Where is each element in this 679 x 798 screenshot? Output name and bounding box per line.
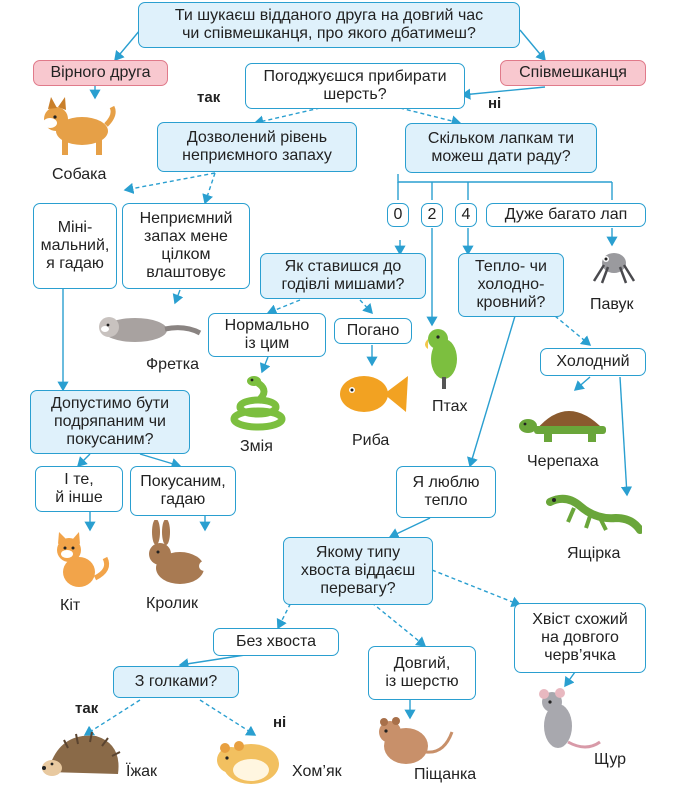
snake-icon <box>230 376 286 431</box>
rat-icon <box>539 688 601 749</box>
no-label: ні <box>488 95 502 112</box>
ferret-icon <box>99 317 202 342</box>
gerbil-icon <box>379 717 454 764</box>
hamster-label: Хом’як <box>292 763 342 780</box>
smell-ok-option: Неприємний запах мене цілком влаштовує <box>122 203 250 289</box>
warm-option: Я люблю тепло <box>396 466 496 518</box>
ferret-label: Фретка <box>146 356 200 373</box>
no-tail-option: Без хвоста <box>213 628 339 656</box>
hedgehog-icon <box>42 731 121 776</box>
turtle-label: Черепаха <box>527 453 599 470</box>
bird-label: Птах <box>432 398 468 415</box>
minimal-option: Міні- мальний, я гадаю <box>33 203 117 289</box>
smell-question: Дозволений рівень неприємного запаху <box>157 122 357 172</box>
no-label: ні <box>273 714 287 731</box>
rabbit-label: Кролик <box>146 595 199 612</box>
yes-label: так <box>75 700 99 717</box>
snake-label: Змія <box>240 438 273 455</box>
shedding-question: Погоджуєшся прибирати шерсть? <box>245 63 465 109</box>
both-option: І те, й інше <box>35 466 123 512</box>
roommate-option: Співмешканця <box>500 60 646 86</box>
paws-zero: 0 <box>387 203 409 227</box>
scratch-question: Допустимо бути подряпаним чи покусаним? <box>30 390 190 454</box>
paws-question: Скільком лапкам ти можеш дати раду? <box>405 123 597 173</box>
tail-question: Якому типу хвоста віддаєш перевагу? <box>283 537 433 605</box>
hedgehog-label: Їжак <box>126 763 158 780</box>
bird-icon <box>425 329 457 389</box>
hamster-icon <box>217 741 279 784</box>
rabbit-icon <box>149 520 209 584</box>
mice-bad-option: Погано <box>334 318 412 344</box>
dog-label: Собака <box>52 166 107 183</box>
bitten-option: Покусаним, гадаю <box>130 466 236 516</box>
mice-ok-option: Нормально із цим <box>208 313 326 357</box>
worm-tail-option: Хвіст схожий на довгого черв’ячка <box>514 603 646 673</box>
lizard-label: Ящірка <box>567 545 621 562</box>
mice-question: Як ставишся до годівлі мишами? <box>260 253 426 299</box>
friend-option: Вірного друга <box>33 60 168 86</box>
blood-question: Тепло- чи холодно- кровний? <box>458 253 564 317</box>
paws-many: Дуже багато лап <box>486 203 646 227</box>
quills-question: З голками? <box>113 666 239 698</box>
fish-icon <box>340 376 408 412</box>
spider-icon <box>592 253 636 284</box>
turtle-icon <box>519 411 606 442</box>
yes-label: так <box>197 89 221 106</box>
fish-label: Риба <box>352 432 390 449</box>
gerbil-label: Піщанка <box>414 766 477 783</box>
spider-label: Павук <box>590 296 634 313</box>
paws-two: 2 <box>421 203 443 227</box>
cat-icon <box>57 532 110 587</box>
dog-icon <box>43 97 116 155</box>
lizard-icon <box>546 494 642 534</box>
root-question: Ти шукаєш відданого друга на довгий час … <box>138 2 520 48</box>
cat-label: Кіт <box>60 597 81 614</box>
paws-four: 4 <box>455 203 477 227</box>
rat-label: Щур <box>594 751 627 768</box>
long-fur-option: Довгий, із шерстю <box>368 646 476 700</box>
cold-option: Холодний <box>540 348 646 376</box>
